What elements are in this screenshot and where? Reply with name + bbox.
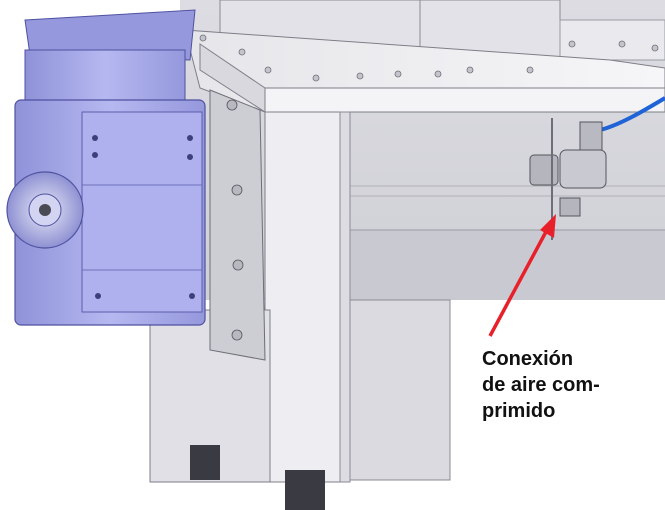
- callout-line-1: Conexión: [482, 348, 574, 370]
- mounting-flange: [209, 89, 266, 361]
- top-frame: [184, 29, 665, 113]
- callout-line-2: de aire com-: [482, 374, 600, 396]
- gear-motor: [6, 9, 206, 326]
- callout-label: Conexión de aire com- primido: [482, 346, 600, 424]
- callout-line-3: primido: [482, 400, 556, 422]
- frame-leg: [149, 111, 451, 510]
- air-connection-fitting: [529, 96, 665, 240]
- arrow-annotation-icon: [488, 214, 556, 337]
